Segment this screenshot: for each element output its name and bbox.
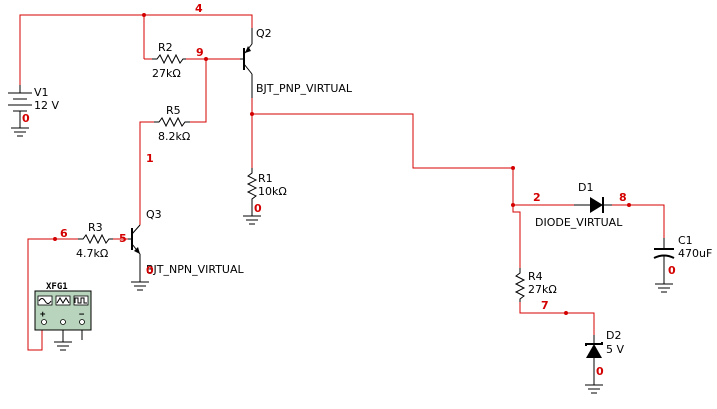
node-label-5: 5 — [119, 232, 127, 245]
d1-model: DIODE_VIRTUAL — [535, 216, 623, 229]
c1-value: 470uF — [678, 247, 712, 260]
ground-icon — [585, 384, 603, 394]
d2-value: 5 V — [606, 343, 624, 356]
junction-dot — [511, 166, 515, 170]
wire-q2-collector[interactable] — [251, 98, 514, 205]
d1-ref: D1 — [578, 181, 593, 194]
wires — [19, 14, 665, 351]
r2-value: 27kΩ — [152, 67, 181, 80]
triangle-wave-icon — [56, 297, 70, 304]
ground-icon — [131, 281, 149, 291]
r4-ref: R4 — [528, 270, 543, 283]
v1-value: 12 V — [34, 99, 59, 112]
c1-ref: C1 — [678, 234, 693, 247]
resistor-r2[interactable] — [152, 53, 186, 65]
junction-dot — [511, 203, 515, 207]
resistor-r5[interactable] — [154, 116, 190, 128]
zener-diode-d2[interactable] — [585, 335, 603, 394]
node-label-ground: 0 — [596, 365, 604, 378]
junction-dot — [142, 13, 146, 17]
r1-ref: R1 — [258, 172, 273, 185]
wire-net-6[interactable] — [27, 238, 78, 351]
q3-model: BJT_NPN_VIRTUAL — [146, 263, 245, 276]
node-label-7: 7 — [541, 299, 549, 312]
q3-ref: Q3 — [146, 208, 162, 221]
xfg1-plus-label: + — [40, 310, 46, 320]
wire-net-7[interactable] — [519, 302, 595, 335]
r5-value: 8.2kΩ — [158, 130, 190, 143]
wire-net-4[interactable] — [19, 14, 253, 85]
junction-dot — [564, 311, 568, 315]
terminal-minus[interactable] — [79, 319, 85, 325]
resistor-r3[interactable] — [78, 233, 113, 245]
junction-dot — [250, 112, 254, 116]
node-label-ground: 0 — [146, 264, 154, 277]
ground-icon — [655, 283, 673, 293]
v1-ref: V1 — [34, 86, 49, 99]
ground-icon — [54, 341, 72, 351]
wire-net-2-r4[interactable] — [512, 205, 521, 268]
pnp-arrow-icon — [245, 46, 251, 53]
sine-wave-icon — [38, 298, 52, 304]
terminal-common[interactable] — [60, 319, 66, 325]
r3-value: 4.7kΩ — [76, 247, 108, 260]
junctions — [53, 13, 631, 315]
npn-arrow-icon — [134, 247, 140, 254]
node-label-8: 8 — [619, 191, 627, 204]
d2-ref: D2 — [606, 329, 621, 342]
r3-ref: R3 — [88, 221, 103, 234]
resistor-r1[interactable] — [243, 168, 261, 225]
node-label-4: 4 — [195, 2, 203, 15]
xfg1-minus-label: − — [79, 310, 85, 320]
wire-net-1[interactable] — [139, 121, 154, 225]
q2-model: BJT_PNP_VIRTUAL — [256, 82, 353, 95]
node-label-9: 9 — [196, 46, 204, 59]
node-label-6: 6 — [60, 227, 68, 240]
r1-value: 10kΩ — [258, 185, 287, 198]
node-label-2: 2 — [533, 191, 541, 204]
node-label-ground: 0 — [22, 112, 30, 125]
junction-dot — [53, 237, 57, 241]
junction-dot — [627, 203, 631, 207]
transistor-q2-pnp[interactable] — [240, 28, 253, 98]
diode-d1[interactable] — [574, 197, 612, 213]
node-label-ground: 0 — [254, 202, 262, 215]
junction-dot — [204, 57, 208, 61]
node-label-1: 1 — [146, 152, 154, 165]
transistor-q3-npn[interactable] — [128, 224, 149, 291]
square-wave-icon — [74, 297, 87, 304]
q2-ref: Q2 — [256, 27, 272, 40]
ground-icon — [243, 215, 261, 225]
capacitor-c1[interactable] — [653, 238, 675, 293]
r2-ref: R2 — [158, 41, 173, 54]
ground-icon — [11, 127, 29, 137]
resistor-r4[interactable] — [514, 268, 526, 302]
battery-v1[interactable] — [8, 85, 32, 137]
xfg1-ref: XFG1 — [46, 282, 68, 292]
r4-value: 27kΩ — [528, 283, 557, 296]
function-generator-xfg1[interactable] — [34, 290, 92, 351]
node-label-ground: 0 — [668, 264, 676, 277]
terminal-plus[interactable] — [41, 319, 47, 325]
r5-ref: R5 — [166, 104, 181, 117]
wire-net-9-r5[interactable] — [190, 59, 207, 123]
